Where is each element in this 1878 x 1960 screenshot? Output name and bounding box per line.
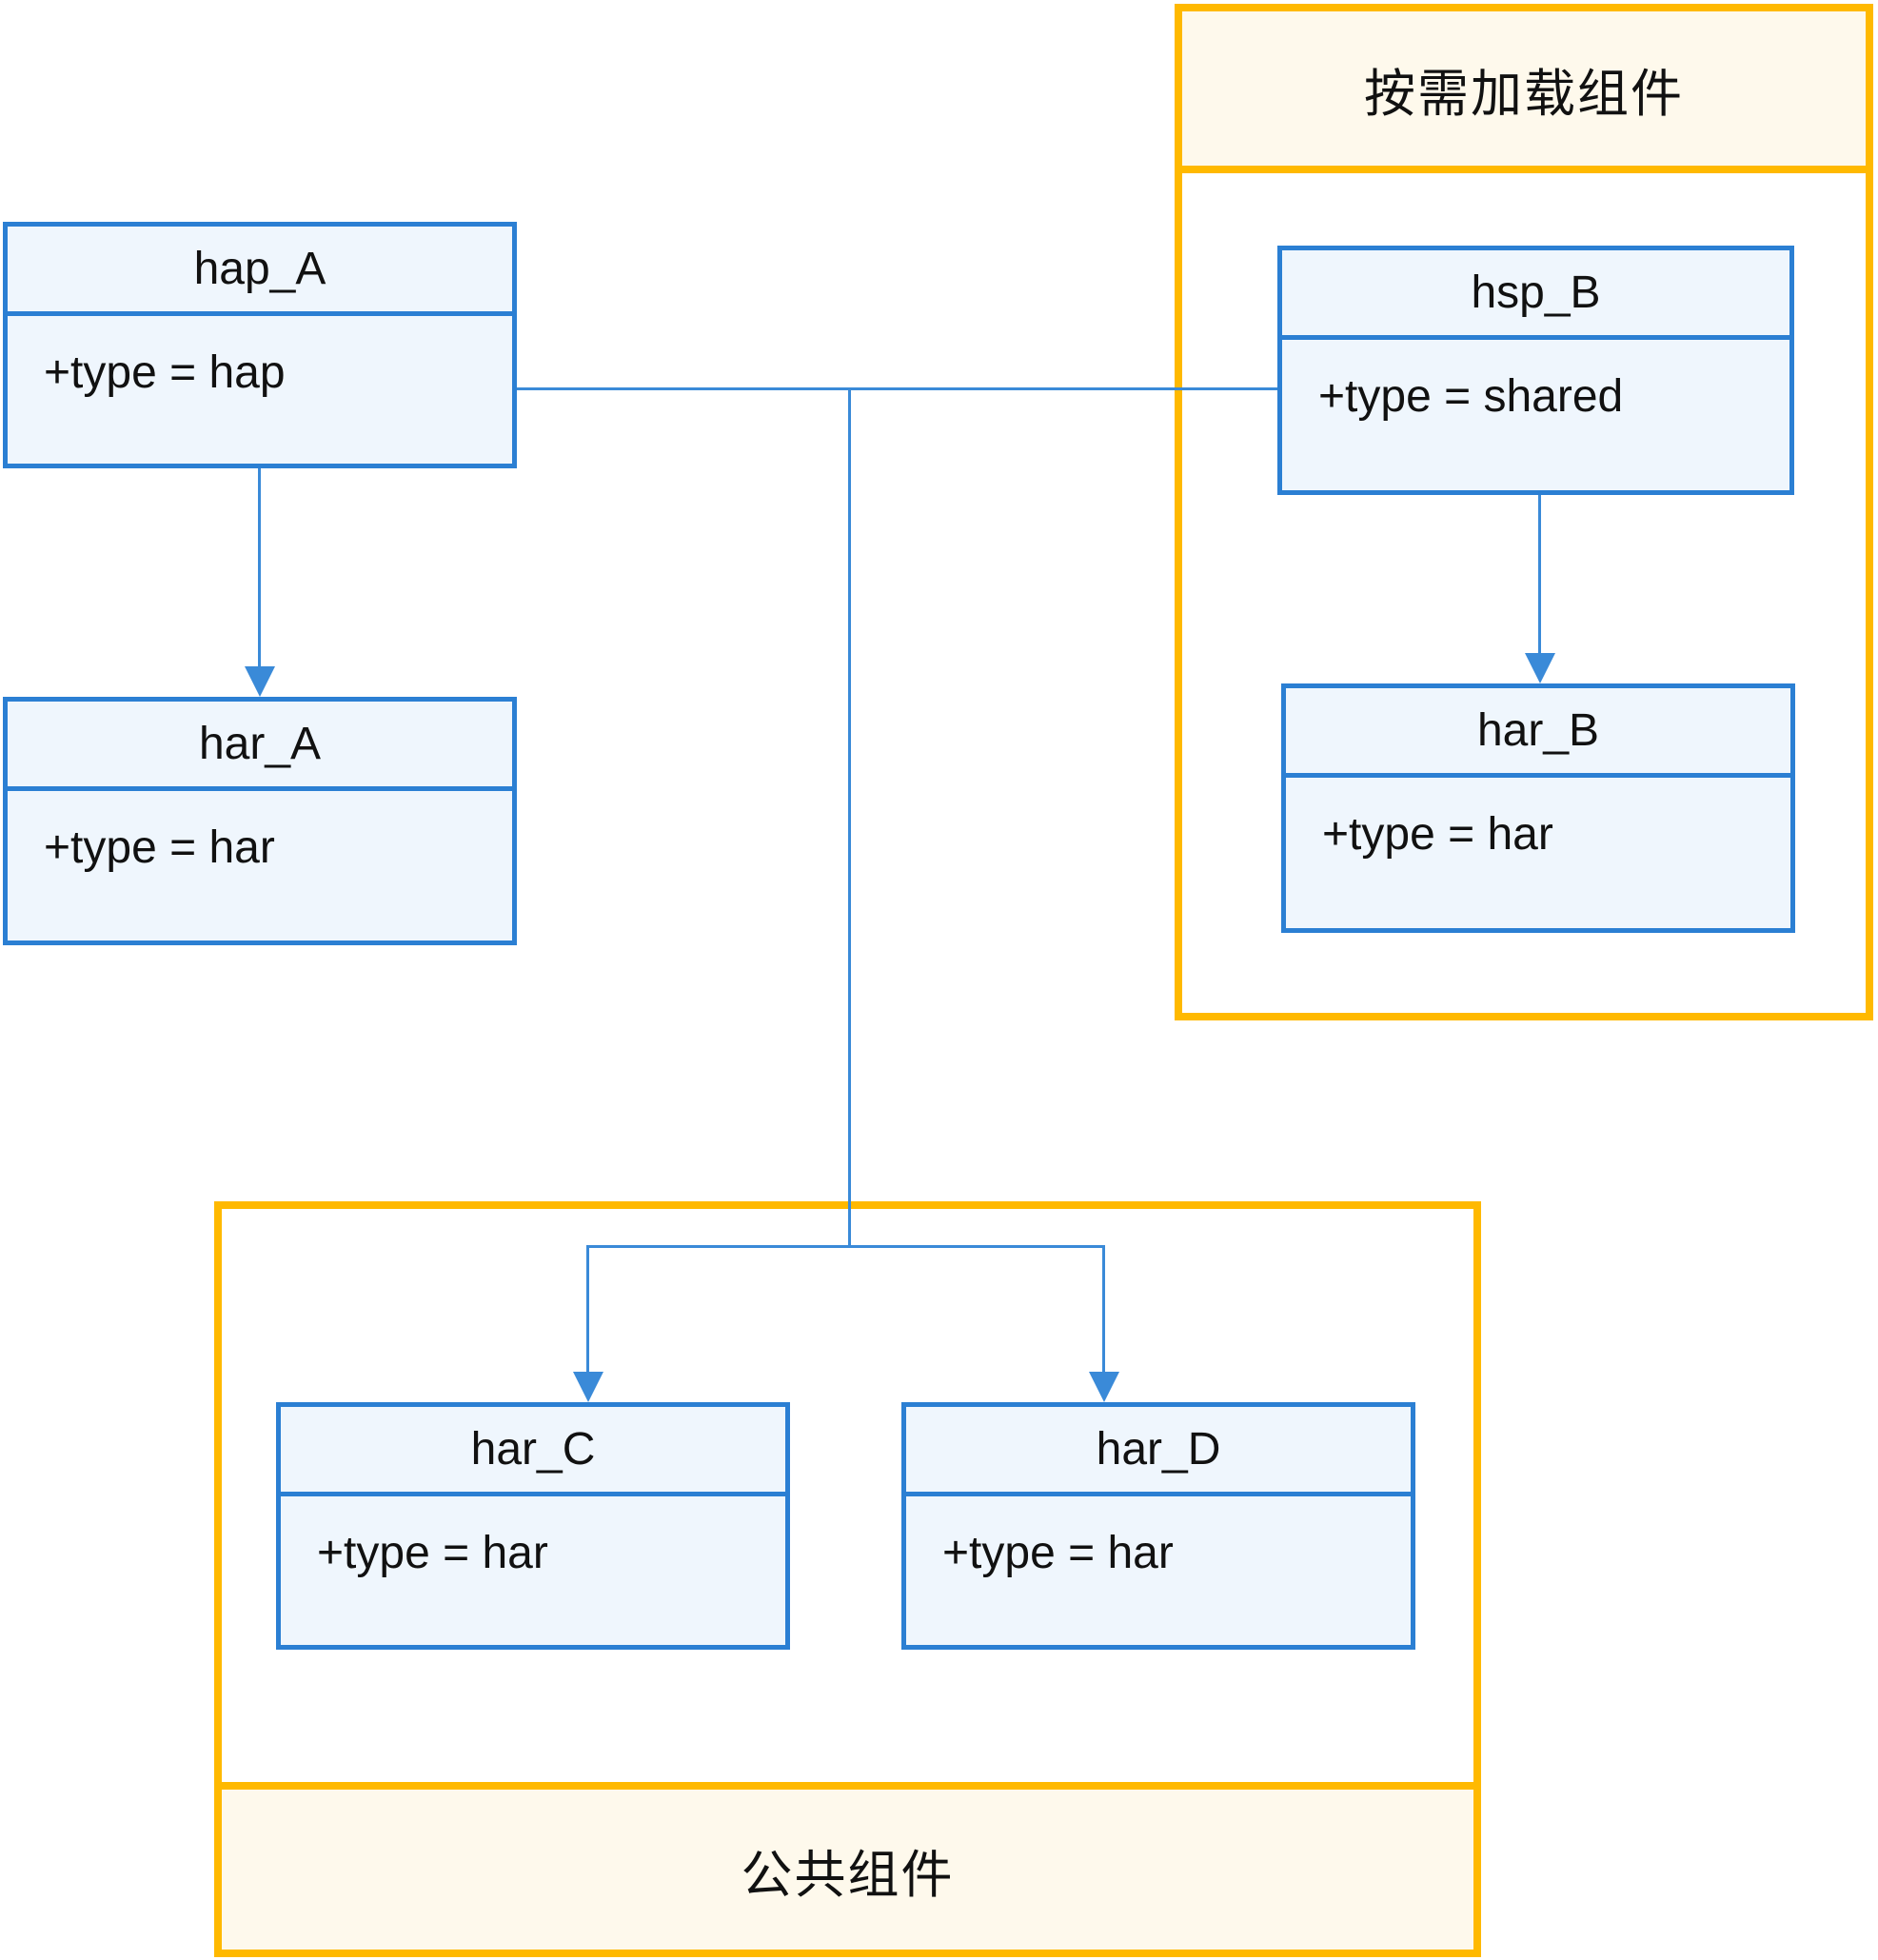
class-box-har-d-title: har_D <box>906 1407 1411 1496</box>
group-on-demand-label: 按需加载组件 <box>1364 65 1684 123</box>
connector-trunk-vertical <box>848 387 851 1247</box>
connector-branch-harD <box>1102 1245 1105 1372</box>
class-box-hsp-b-attribute: +type = shared <box>1318 371 1624 422</box>
connector-branch-horizontal <box>586 1245 1105 1248</box>
connector-hapA-harA <box>258 468 261 666</box>
arrowhead-harD <box>1089 1372 1119 1402</box>
connector-branch-harC <box>586 1245 589 1372</box>
group-common-label-band: 公共组件 <box>222 1782 1473 1950</box>
class-box-har-a-attribute: +type = har <box>44 822 275 873</box>
arrowhead-harA <box>245 666 275 697</box>
class-box-har-a: har_A +type = har <box>3 697 517 945</box>
group-on-demand-label-band: 按需加载组件 <box>1182 11 1866 173</box>
class-box-hap-a: hap_A +type = hap <box>3 222 517 468</box>
class-box-har-b-title: har_B <box>1286 688 1790 778</box>
arrowhead-harC <box>573 1372 603 1402</box>
class-box-har-c-title: har_C <box>281 1407 785 1496</box>
group-common-label: 公共组件 <box>741 1846 955 1904</box>
arrowhead-harB <box>1525 653 1555 683</box>
connector-hapA-hspB <box>517 387 1277 390</box>
class-box-har-c: har_C +type = har <box>276 1402 790 1650</box>
class-box-hap-a-attribute: +type = hap <box>44 347 286 398</box>
class-box-har-b: har_B +type = har <box>1281 683 1795 933</box>
class-box-hsp-b-title: hsp_B <box>1282 250 1789 340</box>
class-box-har-d-attribute: +type = har <box>942 1528 1174 1578</box>
class-box-har-d: har_D +type = har <box>901 1402 1415 1650</box>
class-box-har-c-attribute: +type = har <box>317 1528 548 1578</box>
class-box-hap-a-title: hap_A <box>8 227 512 316</box>
class-box-hsp-b: hsp_B +type = shared <box>1277 246 1794 495</box>
class-box-har-b-attribute: +type = har <box>1322 809 1553 860</box>
class-box-har-a-title: har_A <box>8 702 512 791</box>
connector-hspB-harB <box>1538 495 1541 653</box>
